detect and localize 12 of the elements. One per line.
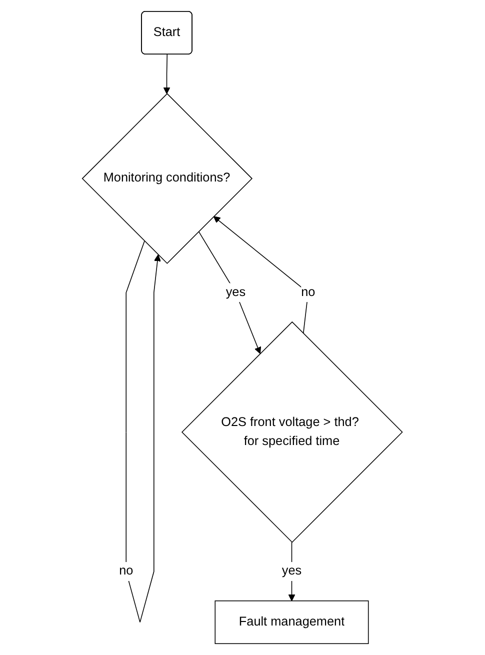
edge-label: no — [301, 286, 316, 300]
arrow — [288, 542, 296, 602]
arrow — [198, 231, 262, 354]
arrow — [214, 216, 309, 334]
node-box: Fault management — [214, 600, 369, 644]
arrow — [163, 54, 170, 94]
node-diamond: Monitoring conditions? — [82, 93, 253, 264]
edge-label: no — [119, 564, 134, 578]
edge-label: yes — [226, 286, 246, 300]
edge-label: yes — [282, 564, 302, 578]
node-diamond: O2S front voltage > thd? for specified time — [182, 321, 404, 543]
arrow — [126, 240, 162, 623]
